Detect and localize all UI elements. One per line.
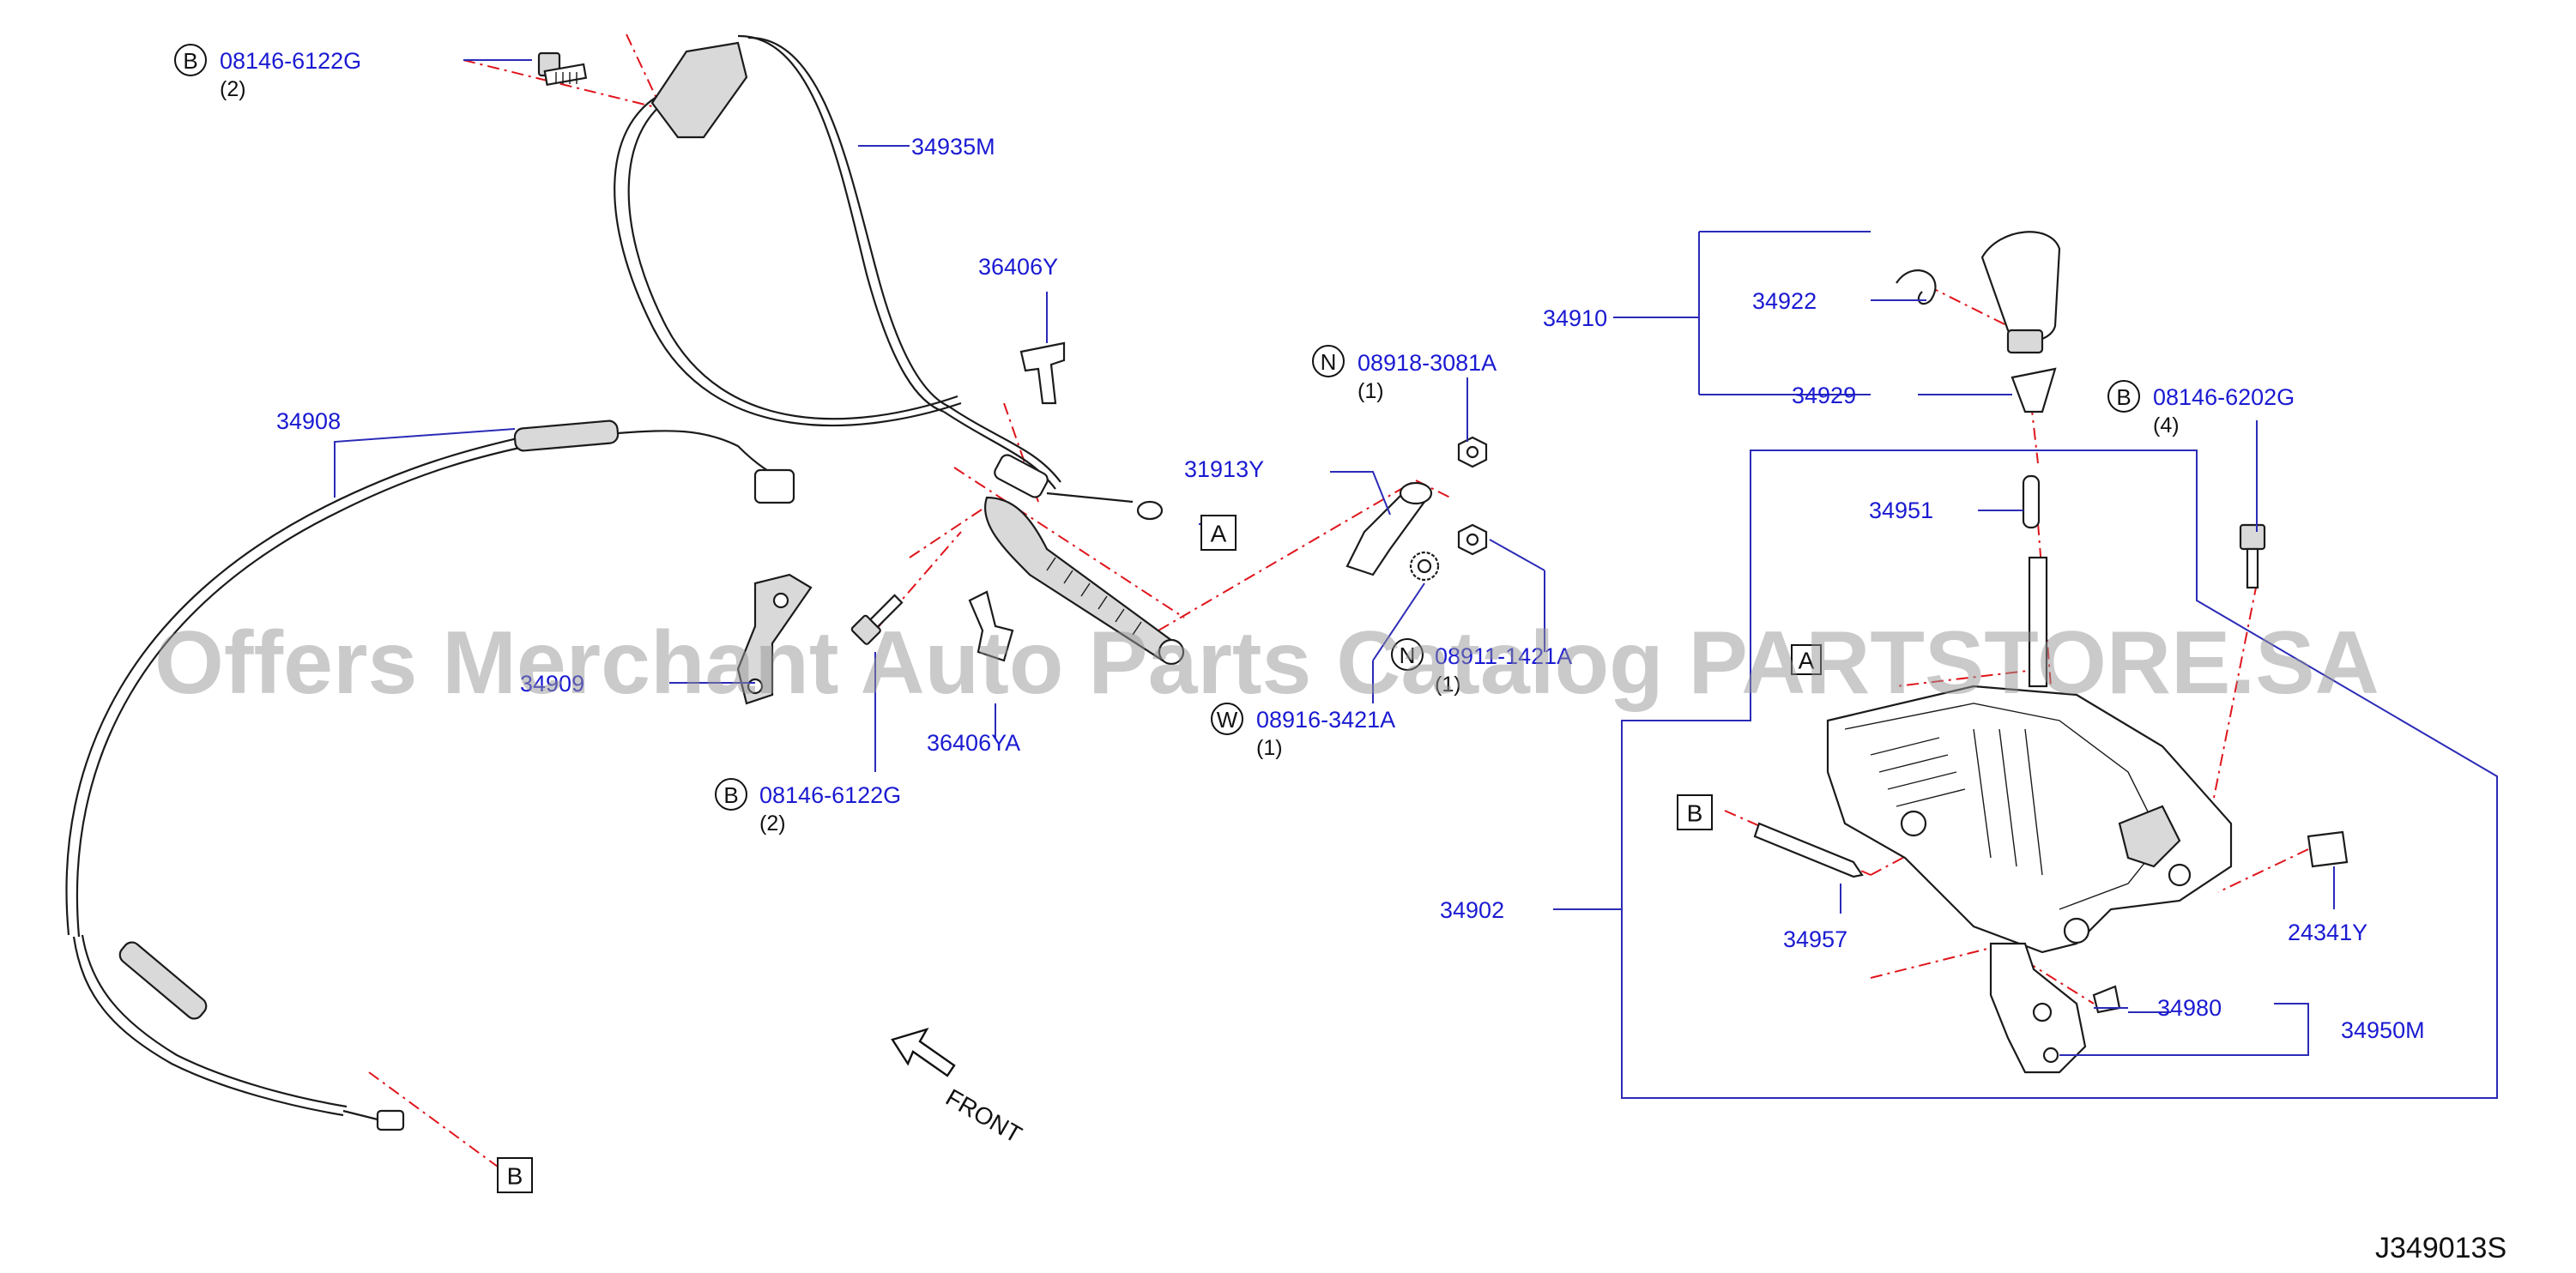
assembly-frame-34902	[1621, 449, 2498, 1099]
part-number[interactable]: 08916-3421A	[1256, 707, 1395, 733]
leader-lines	[334, 59, 2335, 1056]
svg-text:B: B	[507, 1163, 523, 1190]
callout-prefix: B	[2116, 384, 2131, 410]
circle-b-icon	[715, 778, 747, 811]
callout-prefix: W	[1217, 707, 1238, 733]
nut-icon	[1457, 523, 1488, 556]
label-36406ya[interactable]: 36406YA	[927, 730, 1020, 756]
ref-box-b-left: B	[497, 1157, 533, 1193]
callout-prefix: B	[723, 782, 738, 808]
quantity: (1)	[1256, 736, 1283, 760]
svg-text:A: A	[1799, 648, 1815, 674]
nut-icon	[1457, 436, 1488, 468]
callout-bolt-b-mid[interactable]: B 08146-6122G (2)	[715, 778, 901, 836]
callout-nut-n-lower[interactable]: N 08911-1421A (1)	[1391, 638, 1572, 697]
cable-bracket-icon	[650, 41, 748, 139]
label-34922[interactable]: 34922	[1752, 288, 1817, 314]
bolt-icon	[2239, 523, 2266, 589]
quantity: (2)	[220, 77, 246, 101]
assembly-frame-34910	[1698, 231, 1871, 395]
washer-icon	[1409, 551, 1440, 582]
label-34908[interactable]: 34908	[276, 408, 341, 434]
circle-b-icon	[2107, 380, 2140, 413]
callout-washer-w[interactable]: W 08916-3421A (1)	[1211, 703, 1395, 760]
quantity: (4)	[2153, 413, 2180, 437]
label-34980[interactable]: 34980	[2157, 995, 2222, 1021]
label-34910[interactable]: 34910	[1543, 305, 1607, 331]
front-label: FRONT	[941, 1083, 1026, 1148]
shifter-assembly-icon	[1826, 556, 2233, 954]
label-34902[interactable]: 34902	[1440, 897, 1504, 923]
label-34951[interactable]: 34951	[1869, 498, 1933, 523]
part-number[interactable]: 08911-1421A	[1435, 643, 1572, 669]
lever-31913y-icon	[1345, 481, 1433, 576]
spring-clip-icon	[1896, 269, 1937, 305]
callout-bolt-b-top[interactable]: B 08146-6122G (2)	[174, 44, 361, 101]
front-arrow-icon	[891, 1027, 956, 1077]
connector-icon	[753, 468, 795, 504]
part-number[interactable]: 08146-6202G	[2153, 384, 2295, 410]
quantity: (1)	[1435, 673, 1461, 697]
svg-text:B: B	[1687, 800, 1703, 827]
circle-n-icon	[1312, 345, 1345, 377]
watermark-text: Offers Merchant Auto Parts Catalog PARTS…	[154, 613, 2379, 713]
ref-box-a-upper: A	[1200, 515, 1237, 551]
diagram-code: J349013S	[2375, 1232, 2506, 1264]
callout-prefix: N	[1321, 349, 1337, 375]
label-31913y[interactable]: 31913Y	[1184, 456, 1264, 482]
shift-knob-icon	[1980, 231, 2061, 354]
circle-w-icon	[1211, 703, 1243, 735]
part-number[interactable]: 08146-6122G	[220, 48, 361, 74]
clip-36406y-icon	[1019, 341, 1066, 405]
solenoid-unit-icon	[1989, 942, 2121, 1074]
label-36406y[interactable]: 36406Y	[978, 254, 1058, 280]
control-cable-icon	[65, 34, 1185, 1131]
cable-end-eye-icon	[1136, 500, 1164, 521]
knob-boot-icon	[2011, 367, 2057, 413]
connector-24341y-icon	[2307, 830, 2349, 868]
bolt-icon	[537, 51, 588, 87]
label-34957[interactable]: 34957	[1783, 926, 1847, 952]
pin-icon	[2022, 474, 2041, 529]
label-34929[interactable]: 34929	[1792, 383, 1856, 408]
part-number[interactable]: 08146-6122G	[759, 782, 901, 808]
label-34935m[interactable]: 34935M	[911, 134, 995, 160]
cable-boot-icon	[984, 496, 1185, 666]
circle-n-icon	[1391, 638, 1424, 671]
callout-bolt-b-right[interactable]: B 08146-6202G (4)	[2107, 380, 2295, 437]
label-34950m[interactable]: 34950M	[2341, 1017, 2425, 1043]
bolt-icon	[850, 594, 904, 645]
ref-box-a-lower: A	[1791, 644, 1822, 675]
circle-b-icon	[174, 44, 207, 76]
callout-nut-n[interactable]: N 08918-3081A (1)	[1312, 345, 1497, 403]
clip-36406ya-icon	[968, 590, 1014, 662]
label-34909[interactable]: 34909	[520, 671, 584, 697]
quantity: (1)	[1358, 379, 1384, 403]
label-24341y[interactable]: 24341Y	[2288, 920, 2367, 945]
callout-prefix: N	[1400, 643, 1416, 668]
part-number[interactable]: 08918-3081A	[1358, 350, 1497, 376]
svg-text:A: A	[1211, 521, 1227, 547]
quantity: (2)	[759, 811, 786, 836]
rod-34957-icon	[1753, 822, 1864, 878]
bracket-34909-icon	[736, 573, 813, 705]
callout-prefix: B	[183, 48, 197, 74]
ref-box-b-right: B	[1677, 794, 1713, 830]
